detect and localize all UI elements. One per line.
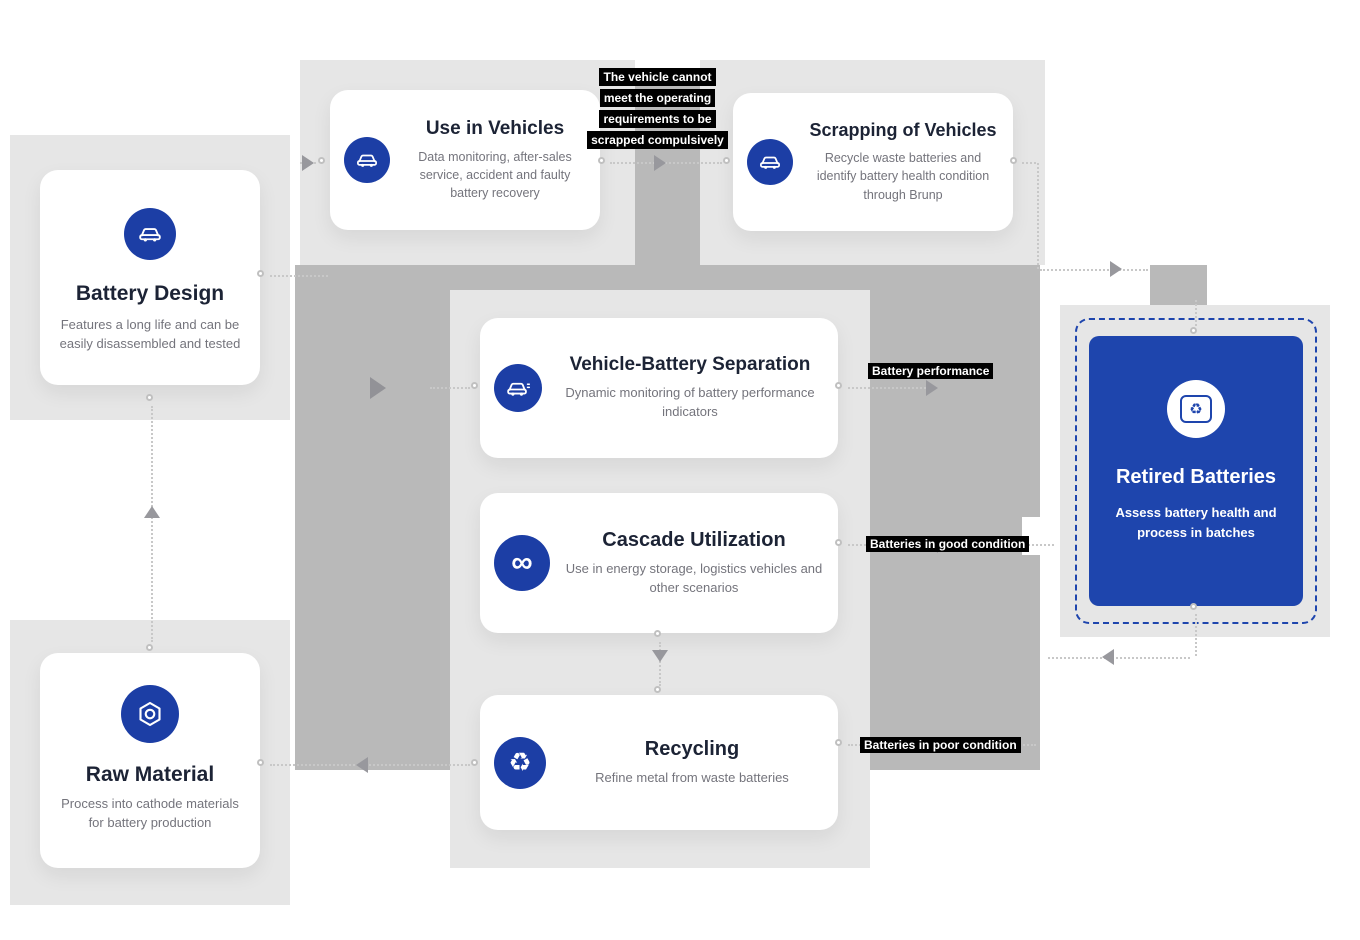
node-title: Recycling (644, 737, 740, 760)
node-desc: Process into cathode materials for batte… (61, 796, 239, 830)
node-title: Cascade Utilization (602, 528, 786, 551)
connector-dot (257, 270, 264, 277)
node-title: Retired Batteries (1115, 466, 1277, 488)
edge-label-poor-condition: Batteries in poor condition (860, 737, 1021, 753)
car-icon (747, 139, 793, 185)
flow-arrow-down (652, 650, 668, 662)
flow-arrow-right (654, 155, 666, 171)
connector-line (1022, 162, 1036, 164)
card-recycling: ♻ Recycling Refine metal from waste batt… (480, 695, 838, 830)
infinity-icon: ∞ (494, 535, 550, 591)
flow-arrow-left (1102, 649, 1114, 665)
node-desc: Recycle waste batteries and identify bat… (816, 151, 990, 202)
car-icon (124, 208, 176, 260)
connector-line (1195, 300, 1197, 326)
connector-dot (654, 630, 661, 637)
connector-dot (1190, 603, 1197, 610)
card-raw-material: Raw Material Process into cathode materi… (40, 653, 260, 868)
flow-arrow-right (1110, 261, 1122, 277)
car-battery-separation-icon (494, 364, 542, 412)
node-desc: Use in energy storage, logistics vehicle… (565, 560, 823, 595)
node-desc: Refine metal from waste batteries (595, 769, 789, 785)
node-desc: Dynamic monitoring of battery performanc… (565, 385, 815, 419)
node-title: Use in Vehicles (425, 117, 565, 139)
edge-label-scrap-note: The vehicle cannot meet the operating re… (575, 68, 740, 152)
connector-line (270, 275, 328, 277)
recycle-glyph: ♻ (1189, 400, 1203, 418)
connector-dot (471, 759, 478, 766)
node-title: Vehicle-Battery Separation (569, 354, 811, 376)
recycle-icon: ♻ (494, 736, 546, 789)
node-title: Scrapping of Vehicles (809, 120, 997, 141)
flow-arrow-left (356, 757, 368, 773)
battery-recycle-box-icon: ♻ (1167, 380, 1225, 438)
card-retired-batteries: ♻ Retired Batteries Assess battery healt… (1089, 336, 1303, 606)
connector-line (1048, 657, 1190, 659)
connector-dot (146, 394, 153, 401)
card-vehicle-battery-separation: Vehicle-Battery Separation Dynamic monit… (480, 318, 838, 458)
flow-band-right (1150, 265, 1207, 308)
connector-line (151, 406, 153, 642)
connector-dot (654, 686, 661, 693)
connector-dot (723, 157, 730, 164)
connector-dot (318, 157, 325, 164)
connector-dot (1190, 327, 1197, 334)
hex-nut-icon (121, 685, 179, 743)
node-desc: Assess battery health and process in bat… (1115, 505, 1277, 540)
card-cascade-utilization: ∞ Cascade Utilization Use in energy stor… (480, 493, 838, 633)
flow-arrow-right (370, 377, 386, 399)
car-icon (344, 137, 390, 183)
node-desc: Features a long life and can be easily d… (59, 317, 241, 351)
connector-dot (257, 759, 264, 766)
connector-line (430, 387, 470, 389)
node-title: Raw Material (85, 763, 215, 786)
node-title: Battery Design (75, 282, 225, 305)
edge-label-battery-performance: Battery performance (868, 363, 994, 379)
connector-dot (471, 382, 478, 389)
connector-line (659, 642, 661, 686)
flow-arrow-right (926, 380, 938, 396)
flow-arrow-up (144, 506, 160, 518)
connector-line (1040, 269, 1148, 271)
recycle-glyph: ♻ (508, 747, 532, 777)
connector-dot (1010, 157, 1017, 164)
flow-arrow-right (302, 155, 314, 171)
connector-dot (146, 644, 153, 651)
connector-dot (835, 382, 842, 389)
connector-dot (598, 157, 605, 164)
infinity-glyph: ∞ (511, 546, 533, 579)
connector-dot (835, 539, 842, 546)
connector-line (1037, 163, 1039, 269)
card-scrapping-of-vehicles: Scrapping of Vehicles Recycle waste batt… (733, 93, 1013, 231)
connector-line (848, 387, 930, 389)
connector-line (1195, 614, 1197, 656)
card-use-in-vehicles: Use in Vehicles Data monitoring, after-s… (330, 90, 600, 230)
card-battery-design: Battery Design Features a long life and … (40, 170, 260, 385)
connector-line (270, 764, 470, 766)
connector-line (610, 162, 722, 164)
node-desc: Data monitoring, after-sales service, ac… (418, 149, 572, 201)
edge-label-good-condition: Batteries in good condition (866, 536, 1030, 552)
connector-dot (835, 739, 842, 746)
